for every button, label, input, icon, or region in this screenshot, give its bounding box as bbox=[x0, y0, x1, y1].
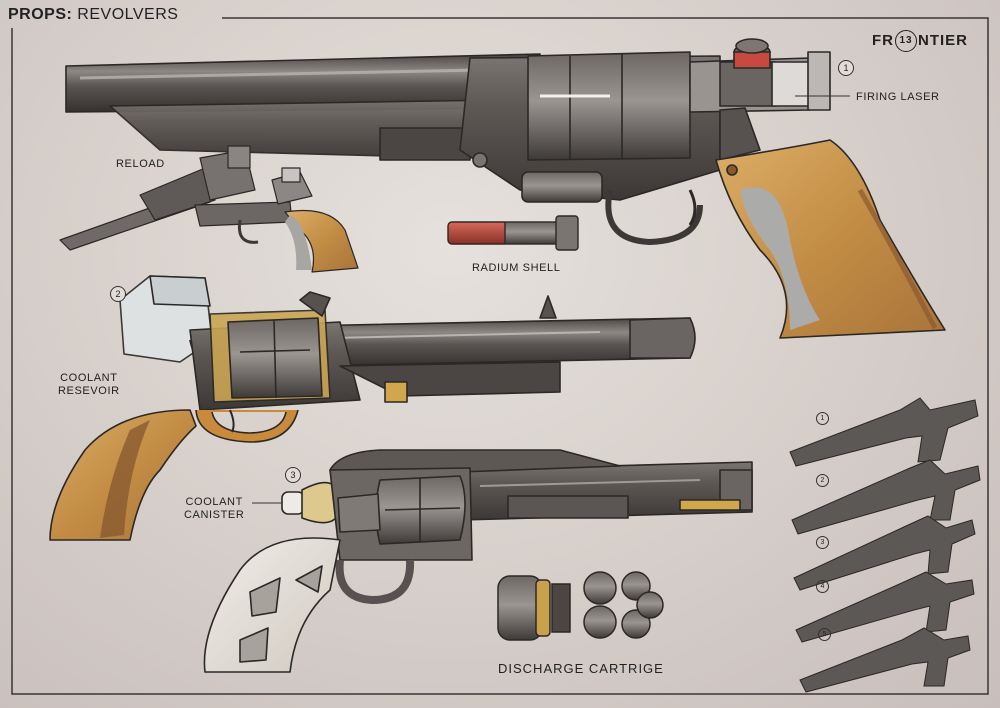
thumbnail-revolvers bbox=[789, 397, 981, 693]
callout-3: 3 bbox=[285, 467, 301, 483]
callout-2: 2 bbox=[110, 286, 126, 302]
thumbnail-number-2: 2 bbox=[816, 474, 829, 487]
callout-1: 1 bbox=[838, 60, 854, 76]
radium-shell-label: RADIUM SHELL bbox=[472, 262, 561, 274]
coolant-resevoir-line1: COOLANT bbox=[60, 372, 118, 384]
thumbnail-number-1: 1 bbox=[816, 412, 829, 425]
coolant-canister-label: COOLANT CANISTER bbox=[184, 496, 244, 522]
page-title: PROPS: REVOLVERS bbox=[8, 6, 178, 24]
discharge-cartrige-label: DISCHARGE CARTRIGE bbox=[498, 661, 664, 676]
page-title-bold: PROPS: bbox=[8, 6, 73, 23]
coolant-resevoir-label: COOLANT RESEVOIR bbox=[58, 372, 120, 398]
reload-sketch bbox=[59, 145, 359, 273]
firing-laser-label: FIRING LASER bbox=[856, 91, 940, 103]
thumbnail-number-3: 3 bbox=[816, 536, 829, 549]
brand-number-badge: 13 bbox=[895, 30, 917, 52]
reload-label: RELOAD bbox=[116, 158, 165, 170]
revolver-1 bbox=[65, 38, 946, 339]
coolant-canister-line1: COOLANT bbox=[185, 496, 243, 508]
radium-shell bbox=[447, 215, 579, 251]
thumbnail-number-4: 4 bbox=[816, 580, 829, 593]
revolver-2 bbox=[49, 275, 696, 541]
page-title-rest: REVOLVERS bbox=[77, 6, 179, 23]
coolant-canister-line2: CANISTER bbox=[184, 509, 245, 521]
discharge-cartridge bbox=[497, 571, 664, 641]
revolver-3 bbox=[203, 449, 753, 673]
coolant-resevoir-line2: RESEVOIR bbox=[58, 385, 120, 397]
brand-suffix: NTIER bbox=[918, 31, 968, 49]
brand-prefix: FR bbox=[872, 31, 894, 49]
thumbnail-number-5: 5 bbox=[818, 628, 831, 641]
